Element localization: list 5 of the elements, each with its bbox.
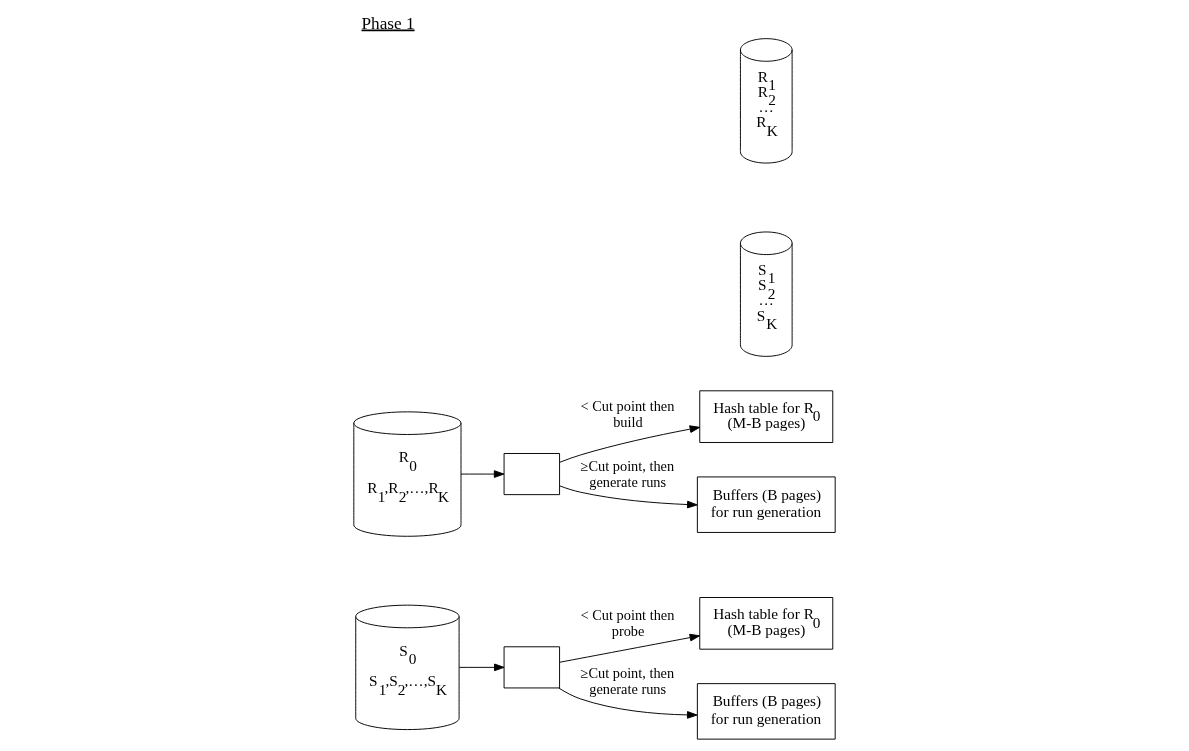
edge-label: ≥Cut point, then generate runs (580, 458, 675, 491)
diagram-title: Phase 1 (361, 13, 415, 33)
edge-label: ≥Cut point, then generate runs (580, 664, 675, 698)
edge-label: < Cut point then probe (580, 606, 675, 639)
edge-label: < Cut point then build (580, 397, 675, 431)
